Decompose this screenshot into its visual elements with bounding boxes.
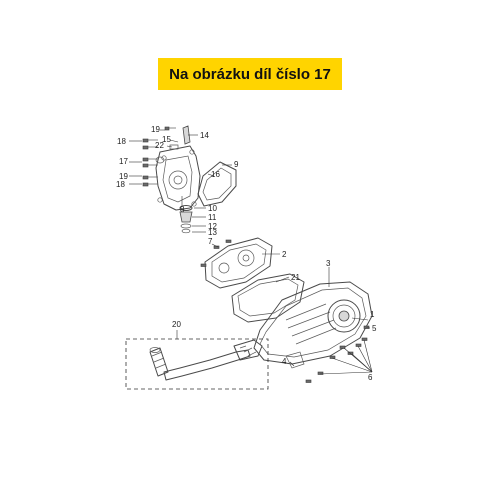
upper-gasket	[197, 161, 237, 207]
small-parts-stack	[179, 205, 193, 234]
callout-18-top: 18	[117, 137, 126, 146]
callout-15: 15	[162, 135, 171, 144]
callout-22: 22	[155, 141, 164, 150]
upper-cover-assembly	[142, 125, 201, 211]
leader-lines	[129, 129, 373, 375]
callout-20: 20	[172, 320, 181, 329]
highlight-banner: Na obrázku díl číslo 17	[158, 58, 342, 90]
callout-13: 13	[208, 228, 217, 237]
banner-text: Na obrázku díl číslo 17	[169, 65, 331, 83]
callout-18-bottom: 18	[116, 180, 125, 189]
callout-1: 1	[370, 310, 375, 319]
callout-12: 12	[208, 222, 217, 231]
callout-3: 3	[326, 259, 331, 268]
left-bolts	[142, 138, 158, 187]
callout-8: 8	[180, 205, 185, 214]
callout-labels: 19 14 18 15 22 17 9 16 19 18 8 10 11 12 …	[116, 125, 377, 382]
callout-19-top: 19	[151, 125, 160, 134]
callout-14: 14	[200, 131, 209, 140]
callout-11: 11	[208, 213, 217, 222]
cover-gasket	[231, 273, 305, 323]
callout-6: 6	[368, 373, 373, 382]
callout-2: 2	[282, 250, 287, 259]
air-intake-duct	[149, 339, 263, 381]
callout-17: 17	[119, 157, 128, 166]
part-20-dashed-box	[125, 338, 269, 390]
callout-16: 16	[211, 170, 220, 179]
callout-5: 5	[372, 324, 377, 333]
callout-9: 9	[234, 160, 239, 169]
callout-10: 10	[208, 204, 217, 213]
callout-19-bottom: 19	[119, 172, 128, 181]
callout-7: 7	[208, 237, 213, 246]
callout-21: 21	[291, 273, 300, 282]
callout-4: 4	[282, 357, 287, 366]
outer-crankcase-cover	[253, 281, 373, 383]
